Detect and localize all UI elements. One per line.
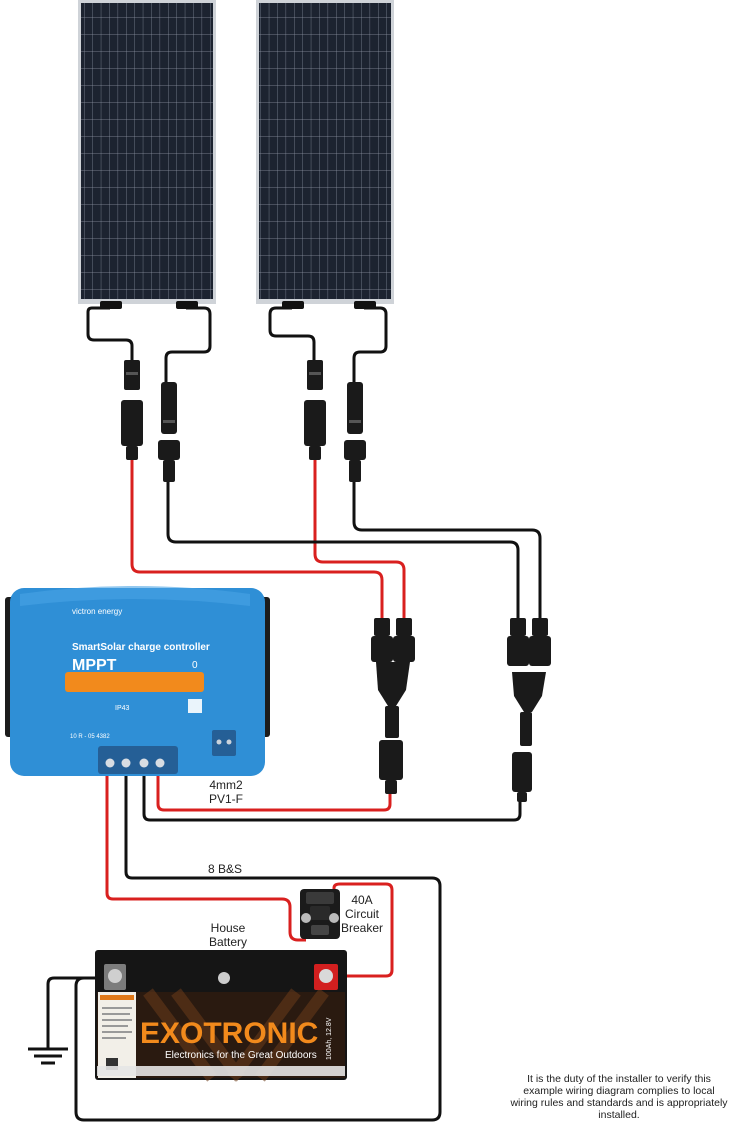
controller-brand: victron energy	[72, 607, 122, 616]
breaker-line1: 40A	[351, 893, 373, 907]
battery-line2: Battery	[208, 935, 247, 949]
pv-wiring	[130, 460, 542, 618]
battery-brand: EXOTRONIC	[140, 1017, 318, 1050]
charge-controller: victron energy SmartSolar charge control…	[5, 586, 270, 776]
breaker-line3: Breaker	[340, 921, 384, 935]
mc4-connectors-panels	[121, 360, 366, 482]
house-battery-label: House Battery	[200, 921, 256, 949]
wire-size-label: 4mm2 PV1-F	[196, 778, 256, 806]
battery-spec: 100Ah, 12.8V	[326, 1017, 333, 1060]
breaker-terminal-right	[329, 913, 339, 923]
y-branch-negative	[507, 618, 551, 802]
panel-leads	[86, 306, 388, 382]
battery-wires	[46, 770, 442, 1122]
solar-panel-right	[256, 0, 394, 304]
controller-digit: 0	[192, 660, 198, 671]
breaker-line2: Circuit	[344, 907, 379, 921]
controller-model: MPPT	[72, 657, 117, 674]
controller-pv-wires	[142, 770, 522, 822]
house-battery: EXOTRONIC Electronics for the Great Outd…	[95, 950, 347, 1082]
y-branch-positive	[371, 618, 415, 794]
controller-orange-band	[65, 672, 204, 692]
battery-cable-label: 8 B&S	[207, 862, 243, 876]
circuit-breaker	[300, 889, 340, 939]
battery-tagline: Electronics for the Great Outdoors	[165, 1050, 317, 1061]
battery-indicator	[218, 972, 230, 984]
breaker-terminal-left	[301, 913, 311, 923]
wire-size-line1: 4mm2	[209, 778, 243, 792]
controller-product-line: SmartSolar charge controller	[72, 642, 210, 653]
qr-code	[188, 699, 202, 713]
controller-rating: IP43	[115, 705, 130, 712]
ground-symbol	[28, 1047, 68, 1065]
controller-serial: 10 R - 05 4382	[70, 734, 110, 740]
installer-disclaimer: It is the duty of the installer to verif…	[510, 1073, 728, 1121]
solar-panel-left	[78, 0, 216, 304]
battery-line1: House	[210, 921, 246, 935]
wire-size-line2: PV1-F	[208, 792, 243, 806]
breaker-label: 40A Circuit Breaker	[336, 893, 388, 935]
